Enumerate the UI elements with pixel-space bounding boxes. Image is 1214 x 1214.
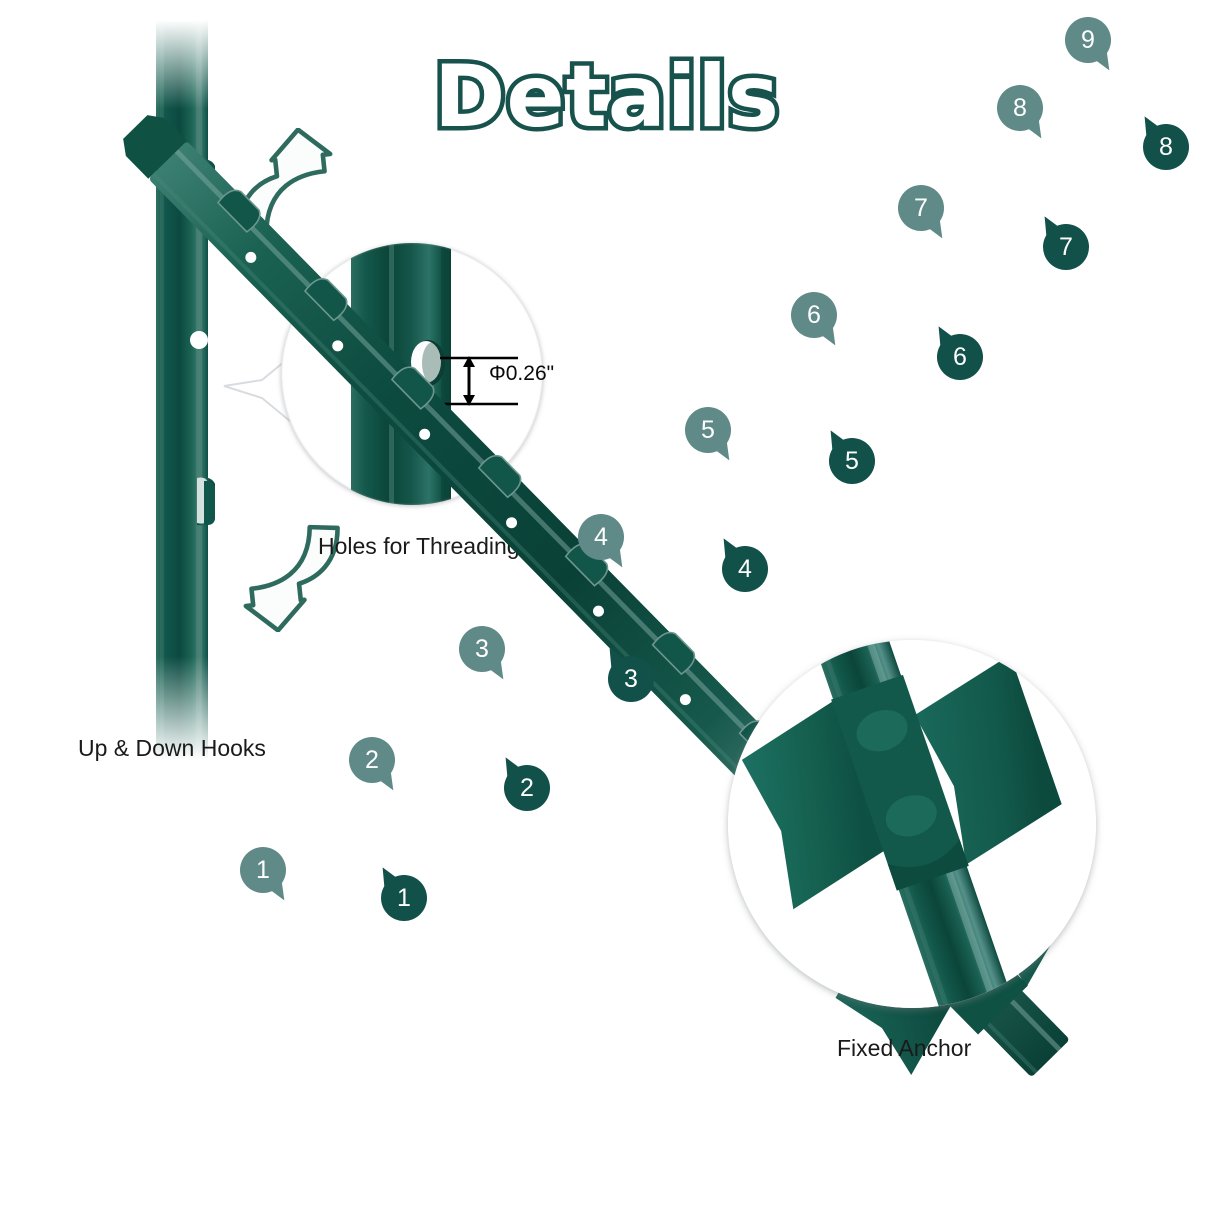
badge-hole-1: 1 (375, 863, 427, 921)
badge-label: 9 (1081, 25, 1095, 54)
magnifier-caption: Holes for Threading (318, 533, 520, 559)
badge-hook-7: 7 (898, 185, 949, 243)
badge-label: 2 (365, 745, 379, 774)
badge-hook-9: 9 (1065, 17, 1116, 75)
badge-label: 5 (701, 415, 715, 444)
fixed-anchor-circle (728, 640, 1096, 1008)
badge-hook-5: 5 (685, 407, 736, 465)
badge-hook-4: 4 (578, 514, 629, 572)
hole-3 (679, 694, 691, 706)
anchor-rivet-top (856, 709, 908, 752)
badge-label: 4 (738, 554, 752, 583)
badge-hook-3: 3 (459, 626, 510, 684)
badge-hole-5: 5 (823, 426, 875, 484)
badge-label: 1 (397, 883, 411, 912)
anchor-caption: Fixed Anchor (837, 1035, 972, 1061)
badge-label: 4 (594, 522, 608, 551)
badge-hook-2: 2 (349, 737, 400, 795)
badge-label: 6 (953, 342, 967, 371)
badge-hole-4: 4 (716, 534, 768, 592)
badge-label: 8 (1159, 132, 1173, 161)
badge-label: 8 (1013, 93, 1027, 122)
anchor-plate (741, 654, 1062, 910)
hole-7 (332, 340, 344, 352)
anchor-rivet-bottom (885, 795, 937, 837)
badge-hole-7: 7 (1037, 212, 1089, 270)
curved-down-arrow-icon (243, 524, 340, 632)
hole-6 (419, 428, 431, 440)
curved-up-arrow-icon (236, 128, 333, 236)
hole-diameter-label: Φ0.26" (489, 362, 555, 385)
hole-4 (592, 605, 604, 617)
hole-diameter-dimension (440, 356, 518, 406)
badge-hole-3: 3 (602, 644, 654, 702)
badge-hook-8: 8 (997, 85, 1048, 143)
badge-label: 3 (624, 664, 638, 693)
badge-label: 2 (520, 773, 534, 802)
badge-hole-6: 6 (931, 322, 983, 380)
badge-label: 6 (807, 300, 821, 329)
badge-label: 1 (256, 855, 270, 884)
badge-label: 7 (914, 193, 928, 222)
badge-hook-6: 6 (791, 292, 842, 350)
hole-8 (245, 251, 257, 263)
badge-label: 5 (845, 446, 859, 475)
badge-label: 3 (475, 634, 489, 663)
badge-hole-8: 8 (1137, 112, 1189, 170)
left-panel-caption: Up & Down Hooks (78, 735, 266, 761)
badge-label: 7 (1059, 232, 1073, 261)
badge-hook-1: 1 (240, 847, 291, 905)
badge-hole-2: 2 (498, 753, 550, 811)
page-title: Details (429, 47, 783, 147)
hole-5 (506, 517, 518, 529)
